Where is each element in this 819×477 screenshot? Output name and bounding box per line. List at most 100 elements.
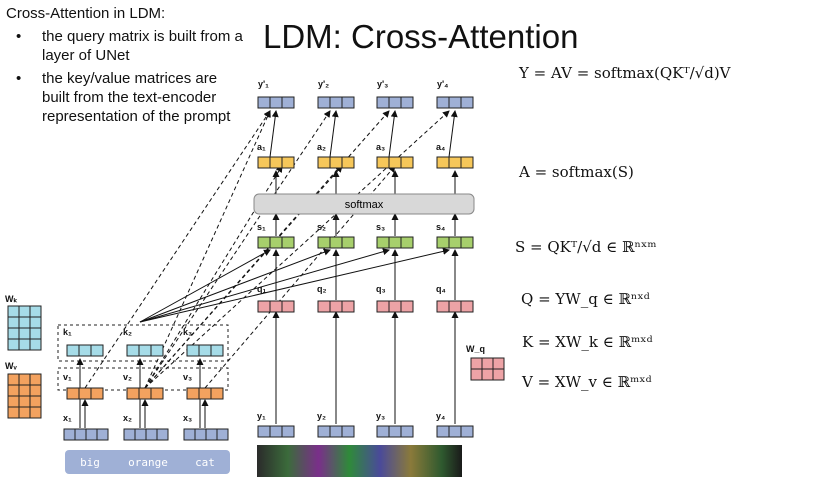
equation-y: Y = AV = softmax(QKᵀ/√d)V xyxy=(519,64,731,82)
y-vector-3 xyxy=(376,425,414,438)
vector-cell xyxy=(329,156,343,169)
label-y-3: y₃ xyxy=(376,411,385,421)
label-v-3: v₃ xyxy=(183,372,192,382)
vector-cell xyxy=(281,236,295,249)
matrix-cell xyxy=(7,384,20,397)
vector-cell xyxy=(329,300,343,313)
vector-cell xyxy=(134,428,147,441)
matrix-cell xyxy=(18,373,31,386)
vector-cell xyxy=(66,387,80,400)
vector-cell xyxy=(317,236,331,249)
label-s-3: s₃ xyxy=(376,222,385,232)
vector-cell xyxy=(460,300,474,313)
label-x-2: x₂ xyxy=(123,413,132,423)
prompt-bar xyxy=(65,450,230,474)
vector-cell xyxy=(329,96,343,109)
label-q-3: q₃ xyxy=(376,284,386,294)
vector-cell xyxy=(156,428,169,441)
vector-cell xyxy=(460,236,474,249)
matrix-cell xyxy=(29,395,42,408)
equation-a: A = softmax(S) xyxy=(519,163,634,181)
s-vector-4 xyxy=(436,236,474,249)
matrix-cell xyxy=(18,327,31,340)
vector-cell xyxy=(74,428,87,441)
sidebar-bullet: •the query matrix is built from a layer … xyxy=(6,27,246,65)
w-k-matrix xyxy=(7,305,42,351)
vector-cell xyxy=(257,236,271,249)
matrix-cell xyxy=(18,406,31,419)
matrix-cell xyxy=(29,305,42,318)
vector-cell xyxy=(126,344,140,357)
vector-cell xyxy=(388,300,402,313)
label-y-out-4: y'₄ xyxy=(437,79,448,89)
y-out-vector-1 xyxy=(257,96,295,109)
matrix-cell xyxy=(29,338,42,351)
vector-cell xyxy=(138,387,152,400)
y-out-vector-3 xyxy=(376,96,414,109)
matrix-cell xyxy=(7,338,20,351)
matrix-cell xyxy=(18,305,31,318)
w-q-matrix xyxy=(470,357,505,381)
vector-cell xyxy=(126,387,140,400)
vector-cell xyxy=(400,236,414,249)
vector-cell xyxy=(388,236,402,249)
vector-cell xyxy=(145,428,158,441)
vector-cells xyxy=(7,96,505,441)
noisy-latent-image xyxy=(257,445,462,477)
y-out-vector-4 xyxy=(436,96,474,109)
vector-cell xyxy=(186,344,200,357)
x-vector-3 xyxy=(183,428,229,441)
matrix-cell xyxy=(470,368,483,381)
vector-cell xyxy=(210,344,224,357)
prompt-word-cat: cat xyxy=(195,456,215,469)
k-vector-3 xyxy=(186,344,224,357)
vector-cell xyxy=(257,96,271,109)
vector-cell xyxy=(448,156,462,169)
vector-cell xyxy=(78,344,92,357)
matrix-cell xyxy=(29,327,42,340)
matrix-cell xyxy=(7,327,20,340)
a-vector-3 xyxy=(376,156,414,169)
label-a-2: a₂ xyxy=(317,142,326,152)
label-v-2: v₂ xyxy=(123,372,132,382)
label-y-4: y₄ xyxy=(436,411,445,421)
label-a-3: a₃ xyxy=(376,142,385,152)
vector-cell xyxy=(436,300,450,313)
matrix-cell xyxy=(470,357,483,370)
vector-cell xyxy=(376,156,390,169)
matrix-cell xyxy=(492,357,505,370)
label-y-out-3: y'₃ xyxy=(377,79,388,89)
vector-cell xyxy=(460,425,474,438)
bullet-glyph: • xyxy=(16,70,22,87)
vector-cell xyxy=(281,96,295,109)
vector-cell xyxy=(376,425,390,438)
sidebar-bullet-list: •the query matrix is built from a layer … xyxy=(6,27,246,126)
label-k-1: k₁ xyxy=(63,327,72,337)
softmax-bar xyxy=(253,193,475,215)
prompt-word-big: big xyxy=(80,456,100,469)
vector-cell xyxy=(388,156,402,169)
matrix-cell xyxy=(7,373,20,386)
vector-cell xyxy=(341,425,355,438)
vector-cell xyxy=(186,387,200,400)
vector-cell xyxy=(194,428,207,441)
vector-cell xyxy=(317,425,331,438)
matrix-cell xyxy=(18,338,31,351)
v-vector-2 xyxy=(126,387,164,400)
k-vector-2 xyxy=(126,344,164,357)
x-vector-1 xyxy=(63,428,109,441)
vector-cell xyxy=(460,96,474,109)
equation-k: K = XW_k ∈ ℝᵐˣᵈ xyxy=(522,333,653,351)
vector-cell xyxy=(210,387,224,400)
label-w-v: Wᵥ xyxy=(5,361,17,371)
vector-cell xyxy=(341,96,355,109)
vector-cell xyxy=(198,387,212,400)
vector-cell xyxy=(269,156,283,169)
a-vector-2 xyxy=(317,156,355,169)
vector-cell xyxy=(400,300,414,313)
vector-cell xyxy=(150,344,164,357)
label-q-2: q₂ xyxy=(317,284,327,294)
softmax-label: softmax xyxy=(345,199,384,211)
vector-cell xyxy=(436,156,450,169)
matrix-cell xyxy=(18,384,31,397)
